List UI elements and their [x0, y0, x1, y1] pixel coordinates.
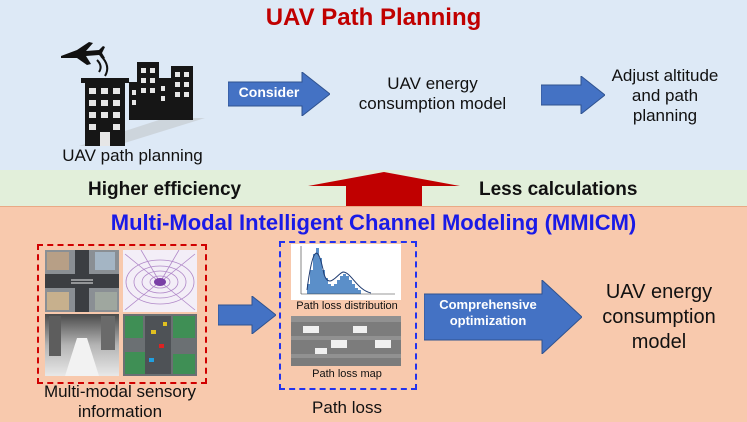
uav-city-icon	[61, 42, 205, 146]
comprehensive-optimization-label: Comprehensive optimization	[439, 297, 537, 328]
uav-energy-model-label-bottom: UAV energy consumption model	[602, 281, 716, 353]
consider-label: Consider	[238, 84, 300, 100]
path-loss-map-label: Path loss map	[312, 368, 382, 380]
less-calculations-label: Less calculations	[479, 179, 638, 200]
uav-energy-model-label-top: UAV energy consumption model	[358, 74, 507, 113]
uav-path-planning-label: UAV path planning	[62, 146, 203, 165]
path-loss-map	[291, 316, 401, 366]
next-step-arrow	[541, 76, 605, 114]
sensory-dashed-box	[37, 244, 207, 384]
comprehensive-optimization-arrow	[424, 280, 582, 354]
adjust-altitude-label: Adjust altitude and path planning	[611, 66, 719, 125]
path-loss-histogram	[291, 244, 401, 300]
pathloss-dashed-box	[279, 241, 417, 390]
higher-efficiency-label: Higher efficiency	[88, 179, 242, 200]
sensory-to-pathloss-arrow	[218, 296, 276, 334]
sensory-images	[45, 250, 197, 376]
sensory-info-label: Multi-modal sensory information	[43, 382, 197, 421]
bottom-title: Multi-Modal Intelligent Channel Modeling…	[110, 210, 637, 235]
path-loss-distribution-label: Path loss distribution	[296, 300, 398, 312]
top-title: UAV Path Planning	[265, 4, 482, 31]
up-arrow	[308, 172, 460, 206]
consider-arrow	[228, 72, 330, 116]
path-loss-label: Path loss	[312, 398, 382, 417]
